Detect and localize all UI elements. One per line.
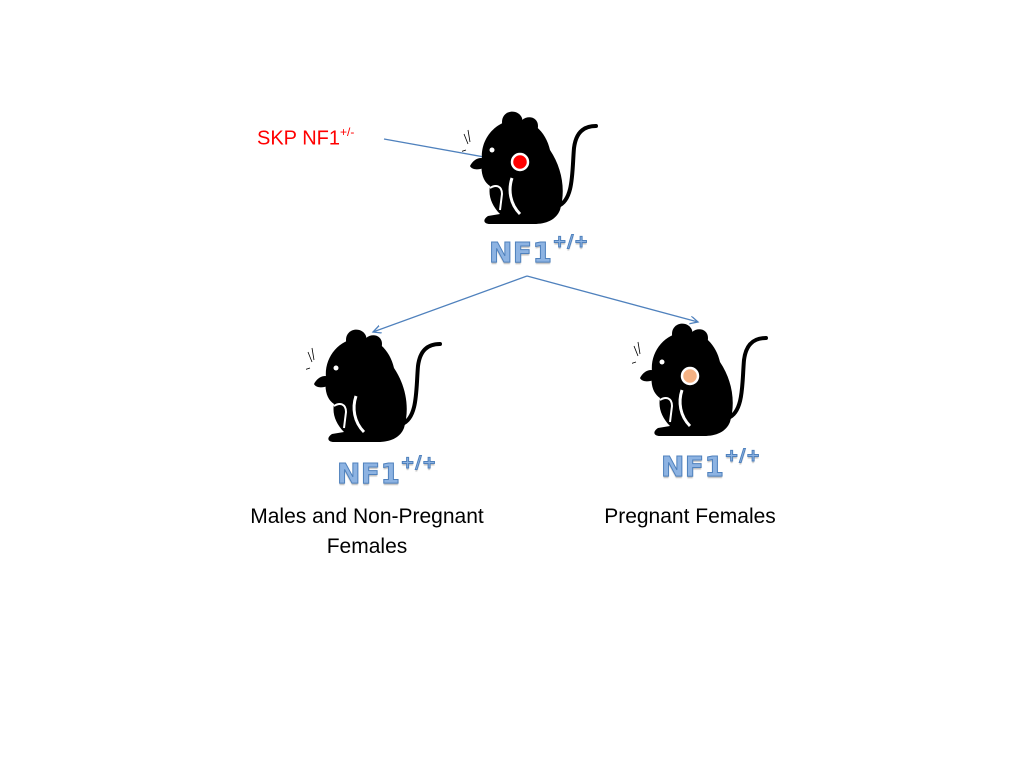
parent-mouse-icon [462, 110, 598, 228]
parent-genotype-base: NF1 [489, 236, 553, 270]
right-child-label: Pregnant Females [570, 502, 810, 532]
injection-label-sup: +/- [340, 125, 355, 139]
parent-genotype: NF1+/+ [489, 232, 589, 270]
right-child-genotype-base: NF1 [661, 450, 725, 484]
injection-label: SKP NF1+/- [257, 125, 355, 151]
parent-genotype-sup: +/+ [552, 232, 589, 253]
left-child-genotype-sup: +/+ [400, 453, 437, 474]
right-child-mouse-icon [632, 322, 768, 440]
arrow-to-right-child [526, 275, 698, 322]
injection-label-text: SKP NF1 [257, 127, 340, 150]
left-child-genotype-base: NF1 [337, 457, 401, 491]
left-child-mouse-icon [306, 328, 442, 446]
arrow-to-left-child [373, 275, 528, 332]
left-child-label: Males and Non-Pregnant Females [222, 502, 512, 562]
injected-cell-icon [510, 152, 530, 172]
right-child-genotype: NF1+/+ [661, 446, 761, 484]
left-child-label-line1: Males and Non-Pregnant [250, 505, 484, 528]
left-child-genotype: NF1+/+ [337, 453, 437, 491]
tumor-cell-icon [680, 366, 700, 386]
right-child-genotype-sup: +/+ [724, 446, 761, 467]
right-child-label-line1: Pregnant Females [604, 505, 776, 528]
left-child-label-line2: Females [326, 535, 408, 558]
